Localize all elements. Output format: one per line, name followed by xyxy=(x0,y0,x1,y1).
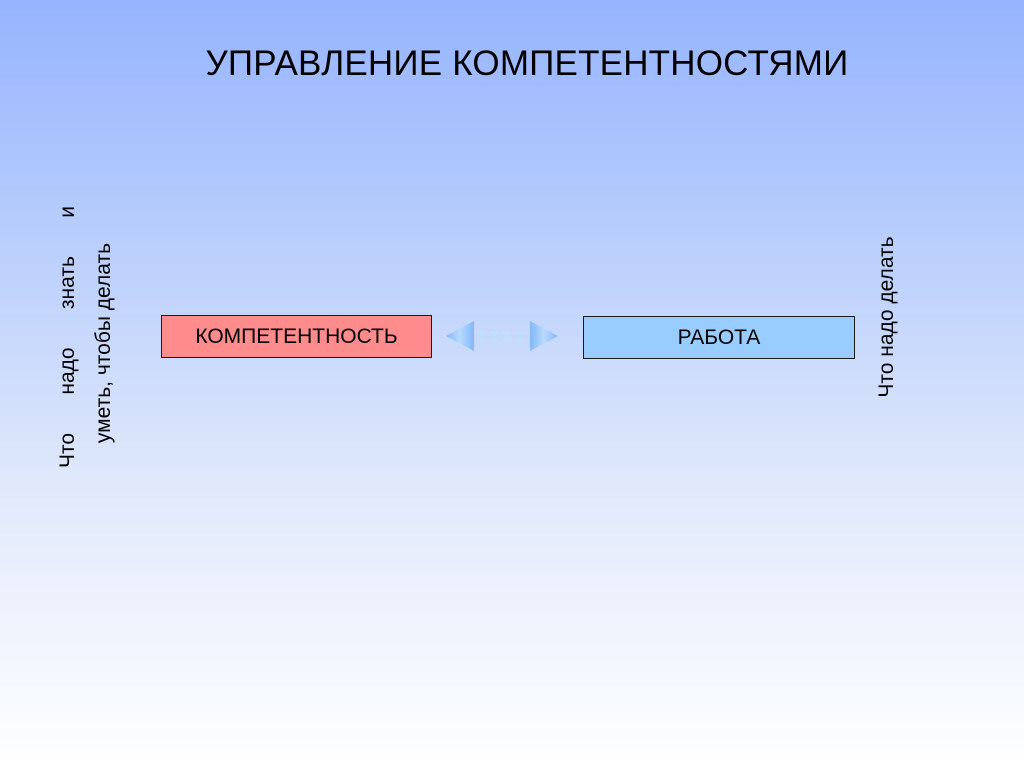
left-caption-word: и xyxy=(56,206,79,218)
arrow-shaft-dashes xyxy=(477,331,524,341)
right-caption: Что надо делать xyxy=(875,236,898,398)
work-box-label: РАБОТА xyxy=(677,325,761,349)
work-box: РАБОТА xyxy=(583,316,855,359)
left-caption-line-1: Что надо знать и xyxy=(55,206,81,468)
competence-box-label: КОМПЕТЕНТНОСТЬ xyxy=(195,324,398,348)
slide-title: УПРАВЛЕНИЕ КОМПЕТЕНТНОСТЯМИ xyxy=(205,44,849,83)
double-headed-arrow-icon xyxy=(446,321,558,351)
arrow-head-right xyxy=(530,321,558,351)
left-caption-word: знать xyxy=(56,256,79,310)
left-caption-line-2: уметь, чтобы делать xyxy=(92,242,115,444)
competence-box: КОМПЕТЕНТНОСТЬ xyxy=(161,315,432,358)
left-caption-word: Что xyxy=(56,432,79,468)
arrow-head-left xyxy=(446,321,474,351)
left-caption-word: надо xyxy=(56,347,79,395)
